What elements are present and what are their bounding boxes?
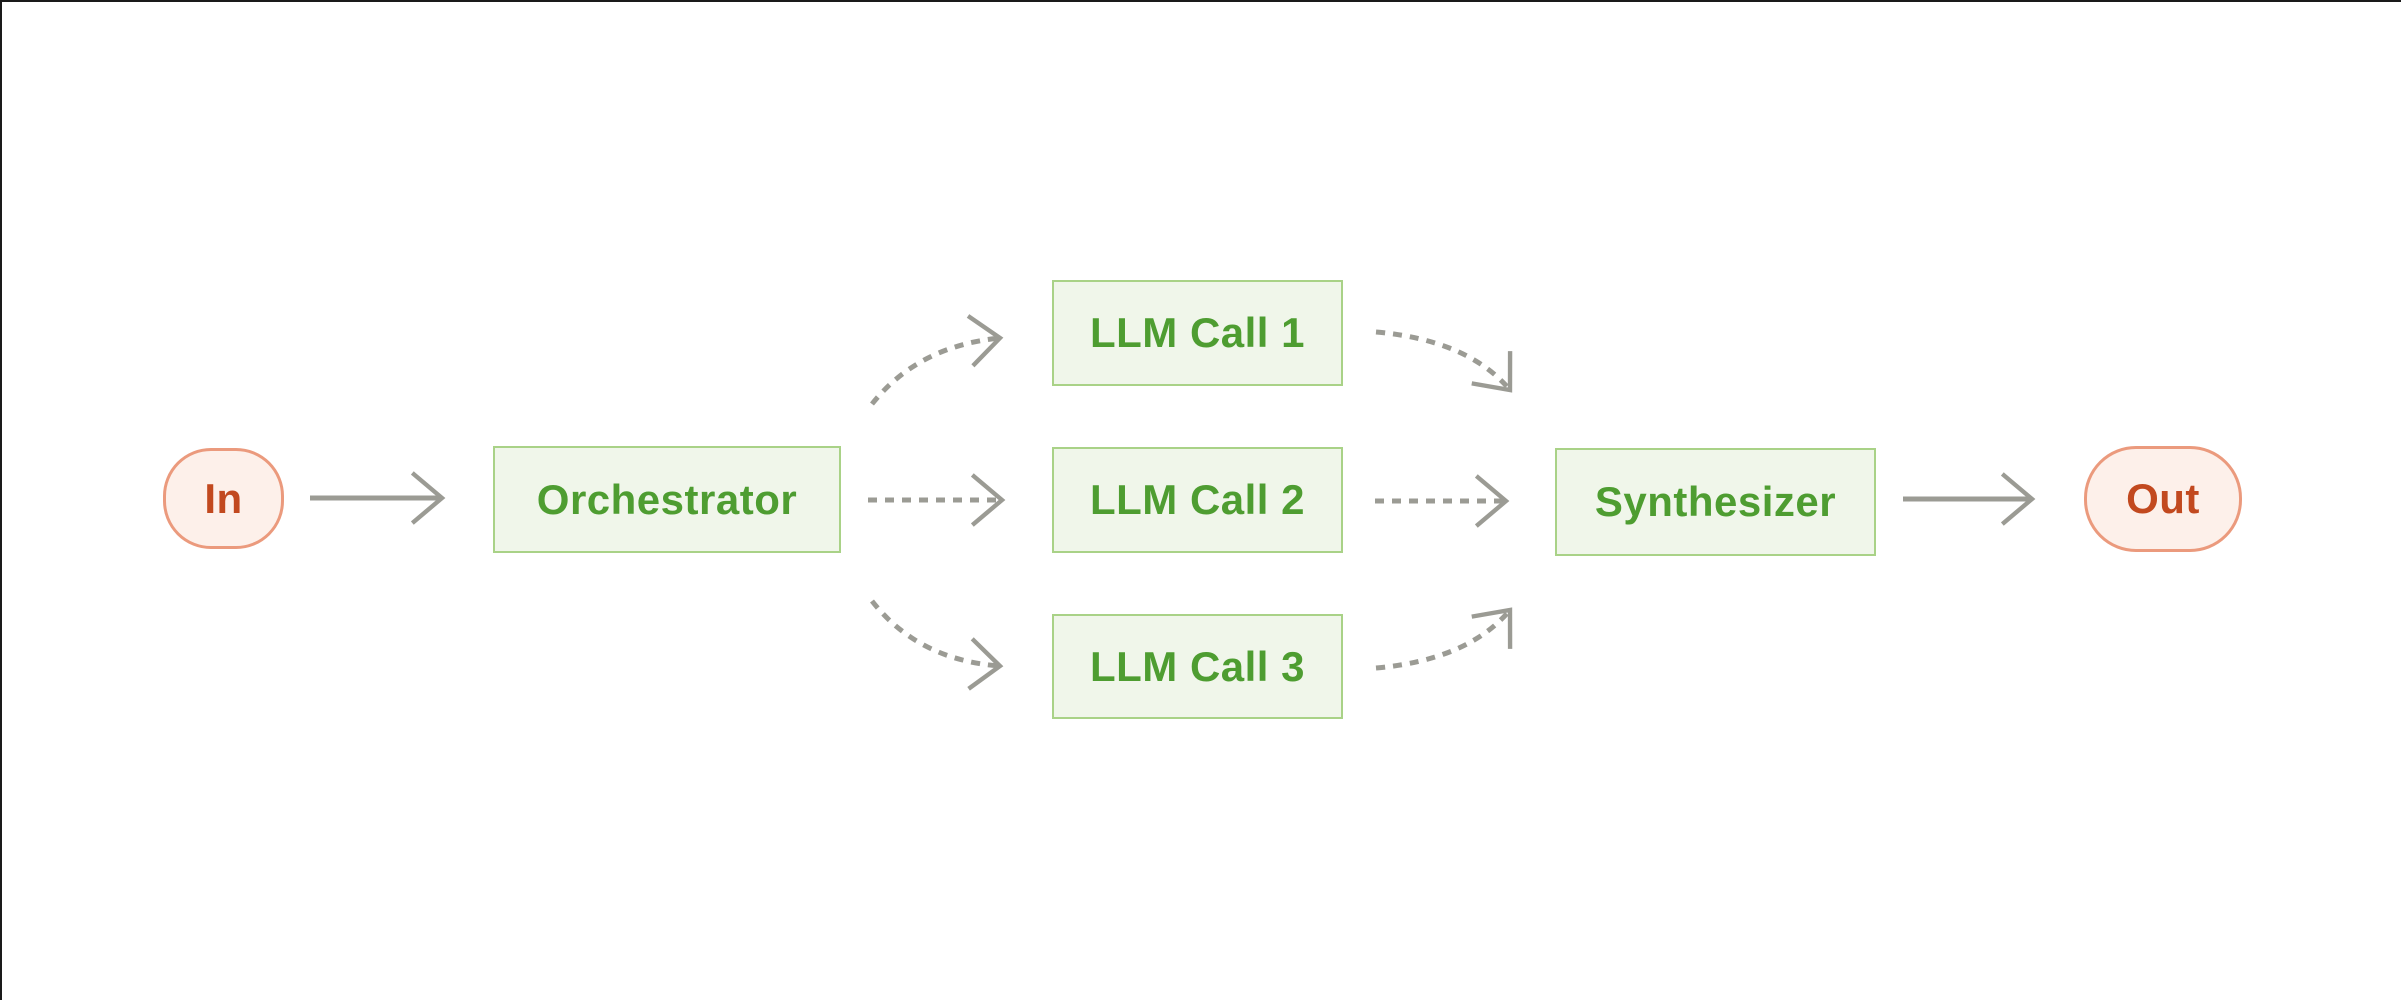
node-llm-call-2-label: LLM Call 2 [1089,476,1306,523]
node-llm-call-3: LLM Call 3 [1052,614,1343,719]
node-synthesizer: Synthesizer [1555,448,1876,556]
node-orchestrator-label: Orchestrator [536,475,798,523]
arrow-orchestrator-to-llm-call-3 [870,599,1004,691]
screenshot-top-border [0,0,2401,2]
node-synthesizer-label: Synthesizer [1594,478,1837,525]
arrow-llm-call-1-to-synthesizer [1375,329,1513,393]
screenshot-left-border [0,0,2,1000]
node-llm-call-1-label: LLM Call 1 [1089,309,1306,356]
node-orchestrator: Orchestrator [493,446,841,553]
arrow-orchestrator-to-llm-call-1 [870,314,1004,406]
arrow-llm-call-3-to-synthesizer [1375,607,1513,671]
node-llm-call-2: LLM Call 2 [1052,447,1343,553]
node-in: In [163,448,284,549]
node-out: Out [2084,446,2242,552]
node-in-label: In [204,474,243,522]
node-llm-call-1: LLM Call 1 [1052,280,1343,386]
node-out-label: Out [2126,475,2200,522]
node-llm-call-3-label: LLM Call 3 [1089,642,1306,690]
